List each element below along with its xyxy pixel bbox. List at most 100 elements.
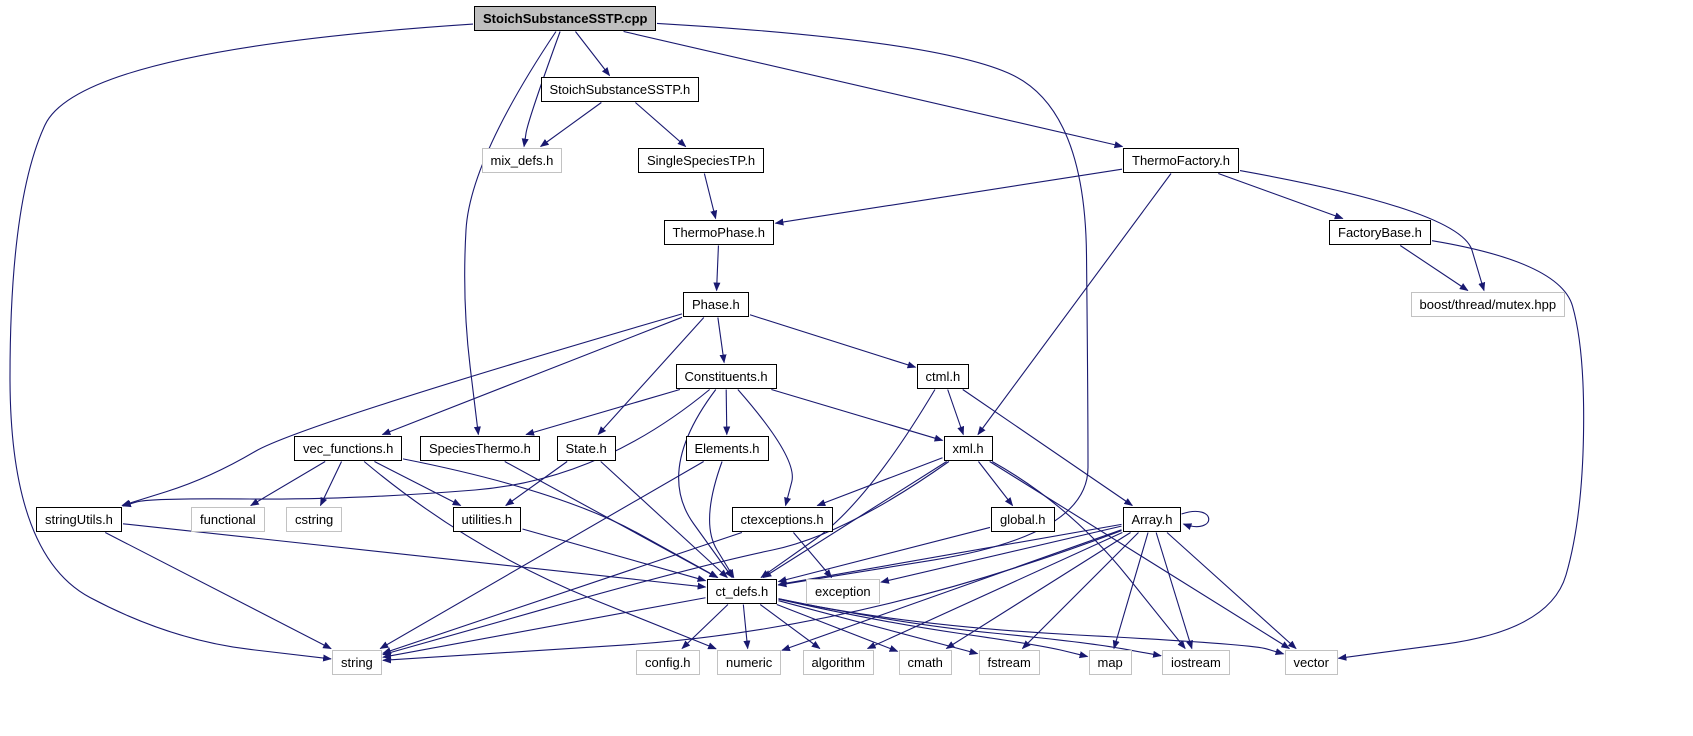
graph-node-utils[interactable]: utilities.h	[452, 506, 522, 532]
graph-node-functional: functional	[191, 506, 265, 532]
graph-node-map: map	[1088, 649, 1132, 675]
edge-cpp-to-spth	[464, 31, 557, 436]
edge-ctdefs-to-vector	[778, 598, 1285, 656]
edge-array-to-map	[1112, 532, 1149, 650]
graph-node-string: string	[332, 649, 382, 675]
edge-cons-to-spth	[525, 388, 681, 436]
edge-utils-to-ctdefs	[522, 528, 707, 582]
graph-node-global[interactable]: global.h	[991, 506, 1055, 532]
edge-array-to-iostream	[1155, 532, 1193, 650]
edge-vecf-to-utils	[374, 461, 462, 506]
graph-node-sssh[interactable]: StoichSubstanceSSTP.h	[540, 76, 700, 102]
graph-node-algorithm: algorithm	[802, 649, 874, 675]
edge-cons-to-ctex	[737, 389, 793, 507]
edge-array-to-fstream	[1021, 532, 1139, 650]
edge-cpp-to-ctdefs	[656, 22, 1089, 588]
edge-cons-to-elem	[723, 389, 731, 436]
graph-node-ctex[interactable]: ctexceptions.h	[731, 506, 833, 532]
edge-tf-to-fb	[1218, 172, 1344, 220]
edge-ctml-to-xml	[947, 389, 965, 436]
edge-phase-to-state	[597, 317, 705, 436]
edge-sstp-to-tp	[703, 173, 718, 220]
graph-node-sstp[interactable]: SingleSpeciesTP.h	[638, 147, 765, 173]
edge-array-to-array	[1181, 510, 1210, 530]
edge-array-to-cmath	[945, 532, 1131, 649]
edge-fb-to-vector	[1337, 240, 1585, 661]
edge-array-to-ctdefs	[777, 523, 1122, 587]
edge-ctdefs-to-algorithm	[759, 604, 821, 650]
graph-node-mutex: boost/thread/mutex.hpp	[1410, 291, 1566, 317]
graph-node-fb[interactable]: FactoryBase.h	[1329, 219, 1431, 245]
edge-cons-to-ctdefs	[678, 389, 733, 579]
edge-ctdefs-to-numeric	[742, 604, 751, 650]
edge-vecf-to-ctdefs	[402, 458, 719, 578]
graph-node-ctml[interactable]: ctml.h	[916, 363, 970, 389]
edge-array-to-exception	[880, 525, 1122, 584]
graph-node-fstream: fstream	[978, 649, 1040, 675]
edge-xml-to-string	[382, 461, 950, 656]
edge-elem-to-ctdefs	[709, 461, 735, 579]
graph-node-cons[interactable]: Constituents.h	[675, 363, 777, 389]
edge-phase-to-ctml	[749, 314, 917, 369]
edge-cons-to-xml	[771, 388, 944, 442]
edge-array-to-string	[382, 530, 1122, 664]
edge-xml-to-ctex	[816, 457, 943, 507]
graph-node-ctdefs[interactable]: ct_defs.h	[706, 578, 778, 604]
edge-tf-to-xml	[977, 173, 1172, 436]
graph-node-cmath: cmath	[898, 649, 952, 675]
graph-node-vecf[interactable]: vec_functions.h	[294, 435, 403, 461]
graph-node-iostream: iostream	[1162, 649, 1230, 675]
edge-ctdefs-to-map	[778, 598, 1089, 659]
edge-phase-to-strutils	[121, 313, 683, 507]
edge-elem-to-string	[379, 461, 704, 649]
edge-ctdefs-to-config	[681, 604, 729, 650]
graph-node-array[interactable]: Array.h	[1122, 506, 1182, 532]
graph-node-strutils[interactable]: stringUtils.h	[36, 506, 122, 532]
edge-strutils-to-ctdefs	[122, 523, 707, 590]
edge-global-to-ctdefs	[777, 526, 991, 584]
edge-sssh-to-mixdefs	[539, 102, 602, 148]
edge-cpp-to-sssh	[575, 31, 611, 77]
graph-node-vector: vector	[1284, 649, 1338, 675]
edge-tf-to-mutex	[1239, 170, 1486, 292]
graph-node-cpp: StoichSubstanceSSTP.cpp	[474, 5, 657, 31]
edge-sssh-to-sstp	[635, 102, 687, 148]
edge-cpp-to-string	[9, 23, 474, 662]
edge-ctdefs-to-string	[382, 597, 706, 660]
graph-node-tf[interactable]: ThermoFactory.h	[1123, 147, 1240, 173]
edge-phase-to-cons	[717, 317, 727, 364]
edge-cpp-to-mixdefs	[521, 31, 561, 148]
edge-ctml-to-array	[962, 389, 1133, 506]
graph-node-phase[interactable]: Phase.h	[683, 291, 749, 317]
edge-ctdefs-to-cmath	[776, 603, 899, 652]
edge-array-to-vector	[1166, 532, 1297, 650]
graph-node-xml[interactable]: xml.h	[943, 435, 993, 461]
graph-node-exception: exception	[806, 578, 880, 604]
graph-node-config: config.h	[636, 649, 700, 675]
edge-xml-to-iostream	[991, 461, 1186, 650]
graph-node-mixdefs: mix_defs.h	[481, 147, 563, 173]
edge-phase-to-vecf	[381, 316, 683, 436]
graph-node-state[interactable]: State.h	[556, 435, 616, 461]
edge-vecf-to-functional	[250, 461, 326, 506]
graph-node-cstring: cstring	[286, 506, 343, 532]
edge-vecf-to-numeric	[363, 461, 717, 650]
edge-array-to-numeric	[781, 529, 1122, 651]
edge-tf-to-tp	[774, 168, 1123, 226]
graph-node-spth[interactable]: SpeciesThermo.h	[420, 435, 540, 461]
edge-array-to-algorithm	[866, 531, 1123, 650]
edge-state-to-ctdefs	[600, 461, 728, 579]
edge-ctdefs-to-fstream	[778, 600, 979, 655]
edge-vecf-to-cstring	[319, 461, 343, 507]
edge-tp-to-phase	[713, 245, 721, 292]
graph-node-tp[interactable]: ThermoPhase.h	[663, 219, 774, 245]
edge-state-to-utils	[505, 461, 568, 507]
graph-node-elem[interactable]: Elements.h	[685, 435, 769, 461]
edge-fb-to-mutex	[1399, 245, 1469, 291]
edge-ctex-to-string	[382, 531, 743, 655]
edge-cpp-to-tf	[623, 30, 1124, 149]
graph-node-numeric: numeric	[717, 649, 782, 675]
